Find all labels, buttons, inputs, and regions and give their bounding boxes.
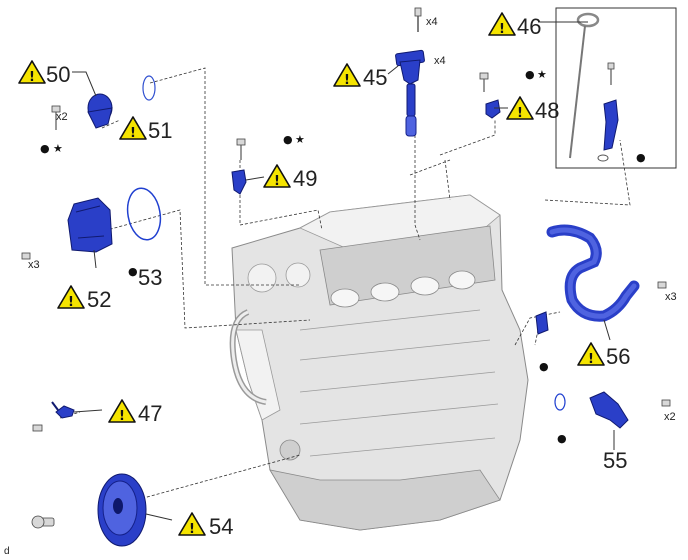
- star-mark: ★: [295, 133, 305, 146]
- gasket-51: [142, 75, 156, 101]
- callout-number: 52: [87, 287, 111, 312]
- dipstick-inset: [555, 7, 677, 169]
- warning-triangle-icon: !: [488, 12, 516, 37]
- callout-number: 55: [603, 448, 627, 473]
- qty-label: x4: [434, 55, 446, 67]
- crankshaft-pulley-54: [31, 473, 147, 547]
- svg-text:!: !: [274, 174, 280, 189]
- warning-triangle-icon: !: [333, 63, 361, 88]
- callout-50: ! 50: [18, 60, 70, 87]
- callout-number: 47: [138, 401, 162, 426]
- callout-number: 56: [606, 344, 630, 369]
- dot-mark: ●: [283, 133, 293, 146]
- star-mark: ★: [53, 142, 63, 155]
- callout-52: ! 52: [57, 285, 111, 312]
- annotation-marks: ● ★ ● ★ ● ★ ● ● ●: [40, 68, 646, 445]
- warning-triangle-icon: !: [18, 60, 46, 85]
- warning-triangle-icon: !: [577, 342, 605, 367]
- warning-triangle-icon: !: [57, 285, 85, 310]
- qty-label: x3: [28, 259, 40, 271]
- oil-control-valve-55: [554, 391, 671, 429]
- callout-number: 51: [148, 118, 172, 143]
- callout-number: 50: [46, 62, 70, 87]
- callout-48: ! 48: [506, 96, 559, 123]
- qty-label: x2: [56, 111, 68, 123]
- star-mark: ★: [537, 68, 547, 81]
- svg-text:!: !: [588, 352, 594, 367]
- warning-triangle-icon: !: [178, 512, 206, 537]
- water-outlet-pipe-56: [535, 224, 667, 335]
- svg-text:!: !: [29, 70, 35, 85]
- dot-mark: ●: [557, 432, 567, 445]
- callout-number: 46: [517, 14, 541, 39]
- dot-mark: ●: [40, 142, 50, 155]
- callout-45: ! 45: [333, 63, 387, 90]
- callout-number: 49: [293, 166, 317, 191]
- warning-triangle-icon: !: [263, 164, 291, 189]
- qty-label: x3: [665, 291, 677, 303]
- svg-text:!: !: [130, 126, 136, 141]
- ignition-coil: [395, 7, 425, 137]
- svg-text:!: !: [68, 295, 74, 310]
- sensor-bracket-47: [32, 401, 75, 432]
- callout-number: 53: [138, 265, 162, 290]
- callout-53: ● 53: [128, 265, 162, 290]
- callout-46: ! 46: [488, 12, 541, 39]
- callout-55: 55: [603, 448, 627, 473]
- dot-mark: ●: [539, 360, 549, 373]
- cover-52: [21, 197, 113, 260]
- svg-text:!: !: [189, 522, 195, 537]
- callout-number: 45: [363, 65, 387, 90]
- qty-label: x4: [426, 16, 438, 28]
- warning-triangle-icon: !: [506, 96, 534, 121]
- callout-56: ! 56: [577, 342, 630, 369]
- callout-51: ! 51: [119, 116, 172, 143]
- dot-mark: ●: [525, 68, 535, 81]
- vacuum-pump-50: [51, 93, 113, 130]
- leader-lines: [72, 21, 615, 521]
- dot-mark: ●: [636, 151, 646, 164]
- callout-49: ! 49: [263, 164, 317, 191]
- warning-triangle-icon: !: [119, 116, 147, 141]
- svg-text:!: !: [517, 106, 523, 121]
- svg-text:!: !: [119, 409, 125, 424]
- figure-corner-label: d: [4, 546, 10, 557]
- svg-text:!: !: [344, 73, 350, 88]
- callout-54: ! 54: [178, 512, 233, 539]
- engine-assembly: [229, 194, 529, 531]
- callout-47: ! 47: [108, 399, 162, 426]
- svg-text:!: !: [499, 22, 505, 37]
- o-ring-53: [126, 187, 162, 241]
- warning-triangle-icon: !: [108, 399, 136, 424]
- qty-label: x2: [664, 411, 676, 423]
- cam-position-sensor-48: [479, 72, 501, 119]
- callout-number: 48: [535, 98, 559, 123]
- cam-position-sensor-49: [231, 138, 247, 195]
- callout-number: 54: [209, 514, 233, 539]
- dot-mark: ●: [128, 265, 138, 278]
